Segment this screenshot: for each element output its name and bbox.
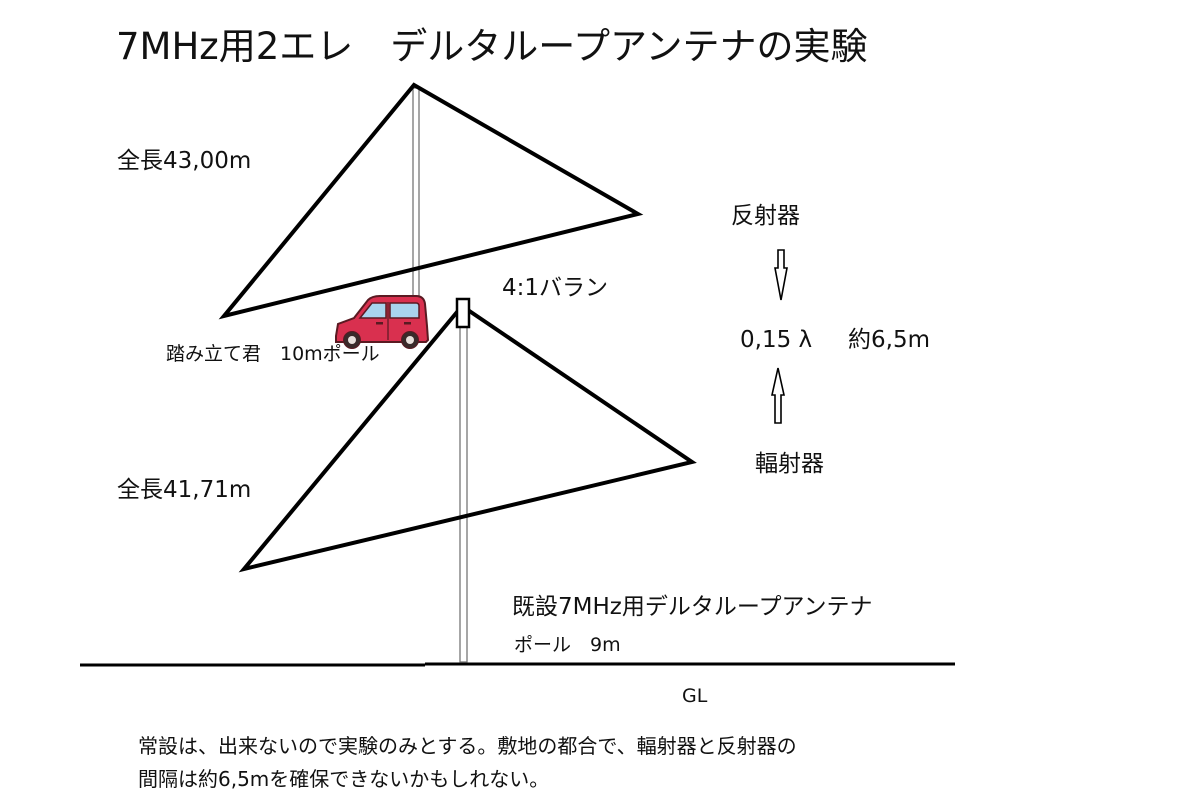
reflector-label: 反射器: [731, 203, 800, 229]
radiator-length-label: 全長41,71m: [117, 477, 252, 503]
reflector-length-label: 全長43,00m: [117, 148, 252, 174]
balun-label: 4:1バラン: [502, 275, 609, 301]
page-title: 7MHz用2エレ デルタループアンテナの実験: [116, 25, 868, 68]
spacing-distance-label: 約6,5m: [848, 327, 930, 353]
reflector-loop: [218, 82, 644, 320]
radiator-label: 輻射器: [755, 451, 824, 477]
pole-10m: [412, 87, 420, 324]
ground-level-label: GL: [682, 685, 708, 707]
note-line-1: 常設は、出来ないので実験のみとする。敷地の都合で、輻射器と反射器の: [138, 734, 797, 758]
balun-box: [455, 297, 471, 329]
note-line-2: 間隔は約6,5mを確保できないかもしれない。: [138, 767, 550, 791]
radiator-loop: [238, 303, 697, 573]
arrow-down-icon: [774, 249, 788, 301]
pole-9m: [459, 325, 468, 663]
existing-antenna-label: 既設7MHz用デルタループアンテナ: [512, 594, 873, 620]
ground-line: [80, 662, 955, 667]
arrow-up-icon: [771, 367, 785, 424]
pole-10m-label: 踏み立て君 10mポール: [166, 343, 380, 365]
car-icon: [335, 295, 430, 349]
existing-pole-label: ポール 9m: [514, 634, 621, 656]
spacing-wavelength-label: 0,15 λ: [740, 327, 813, 353]
